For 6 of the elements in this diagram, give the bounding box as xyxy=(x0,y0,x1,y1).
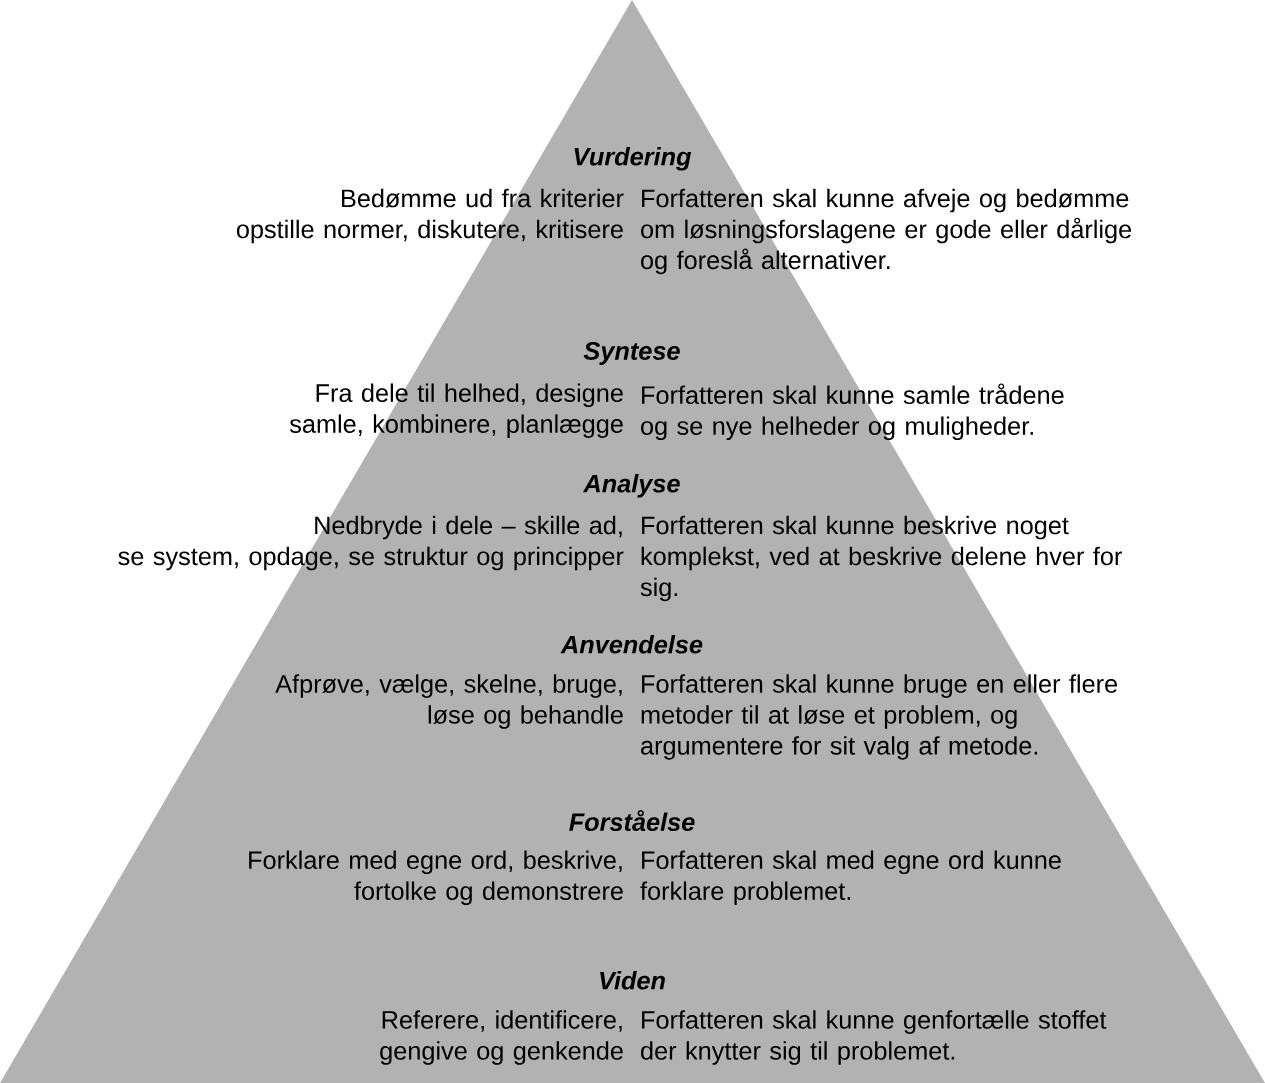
level-text: Vurdering Bedømme ud fra kriterier opstille normer, diskutere, kritisere Forfatteren skal kunne afveje og bedømme om løsningsforslagene er gode eller dårlige og foreslå alternativer. xyxy=(236,147,1132,275)
level-text: Viden Referere, identificere, gengive og genkende Forfatteren skal kunne genfortælle stoffet der knytter sig til problemet. xyxy=(380,971,1107,1065)
level-text: Forståelse Forklare med egne ord, beskrive, fortolke og demonstrere Forfatteren skal med egne ord kunne forklare problemet. xyxy=(249,810,1061,906)
level-text: Syntese Fra dele til helhed, designe samle, kombinere, planlægge Forfatteren skal kunne samle trådene og se nye helheder og muligheder. xyxy=(289,342,1064,441)
level-text: Analyse Nedbryde i dele – skille ad, se system, opdage, se struktur og principper Forfatteren skal kunne beskrive noget komplekst, ved at beskrive delene hver for sig. xyxy=(118,474,1122,602)
level-text: Anvendelse Afprøve, vælge, skelne, bruge, løse og behandle Forfatteren skal kunne bruge en eller flere metoder til at løse et problem, og argumentere for sit valg af metode. xyxy=(275,635,1117,760)
